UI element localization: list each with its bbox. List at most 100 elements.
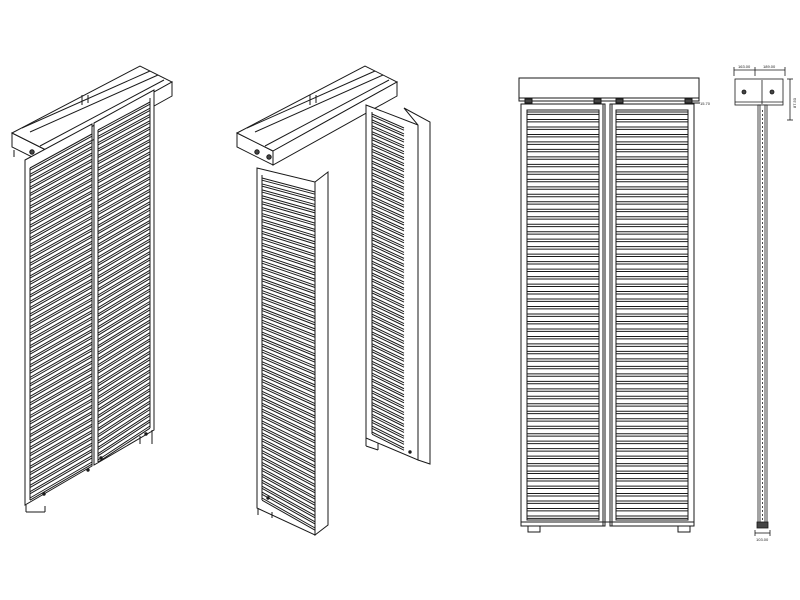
louver-slat (29, 354, 93, 391)
louver-slat (261, 410, 316, 438)
louver-slat (371, 413, 405, 431)
louver-slat (261, 363, 316, 388)
louver-slat (29, 369, 93, 406)
louver-slat (29, 184, 93, 220)
louver-slat (97, 251, 151, 283)
louver-slat (97, 257, 151, 290)
louver-slat (371, 186, 405, 202)
louver-slat (29, 413, 93, 450)
louver-slat (29, 198, 93, 235)
louver-slat (371, 427, 405, 445)
louver-slat (371, 119, 405, 135)
louver-slat (97, 346, 151, 381)
louver-slat (97, 151, 151, 182)
louver-slat (97, 421, 151, 457)
louver-slat (97, 132, 151, 163)
louver-slat (261, 355, 316, 380)
louver-slat (97, 188, 151, 220)
louver-slat (97, 402, 151, 438)
louver-slat (29, 215, 93, 251)
louver-slat (371, 209, 405, 226)
louver-slat (97, 371, 151, 406)
louver-slat (371, 292, 405, 309)
louver-slat (97, 303, 151, 336)
louver-slat (261, 274, 316, 295)
louver-slat (371, 345, 405, 362)
right-panel-frame (609, 103, 695, 527)
louver-slat (371, 374, 405, 392)
louver-slat (261, 213, 316, 230)
louver-slat (97, 427, 151, 463)
louver-slat (261, 286, 316, 307)
louver-slat (371, 260, 405, 277)
louver-slat (261, 476, 316, 506)
louver-slat (97, 265, 151, 298)
louver-slat (261, 428, 316, 456)
louver-slat (261, 337, 316, 361)
louver-slat (29, 432, 93, 469)
louver-slat (261, 390, 316, 417)
louver-slat (29, 242, 93, 279)
louver-slat (261, 450, 316, 479)
louver-slat (29, 190, 93, 226)
louver-slat (97, 357, 151, 391)
louver-slat (29, 278, 93, 315)
louver-slat (261, 327, 316, 351)
louver-slat (29, 221, 93, 258)
louver-slat (261, 310, 316, 332)
louver-slat (29, 247, 93, 283)
louver-slat (97, 182, 151, 213)
louver-slat (97, 170, 151, 201)
louver-slat (261, 233, 316, 251)
louver-slat (371, 333, 405, 350)
louver-slat (29, 373, 93, 410)
louver-slat (261, 470, 316, 500)
louver-slat (371, 366, 405, 384)
louver-slat (371, 145, 405, 161)
louver-slat (371, 243, 405, 259)
louver-slat (29, 335, 93, 372)
louver-slat (29, 255, 93, 292)
isometric-view-closed (10, 65, 174, 513)
louver-slat (97, 384, 151, 419)
louver-slat (29, 196, 93, 232)
louver-slat (261, 266, 316, 286)
louver-slat (261, 464, 316, 494)
louver-slat (371, 284, 405, 301)
louver-slat (97, 122, 151, 152)
louver-slat (261, 393, 316, 419)
louver-slat (261, 402, 316, 429)
louver-slat (261, 296, 316, 317)
louver-slat (261, 333, 316, 357)
louver-slat (261, 207, 316, 224)
louver-slat (371, 274, 405, 291)
louver-slat (29, 259, 93, 296)
dimension-label: 87.50 (792, 97, 797, 108)
louver-slat (261, 191, 316, 208)
louver-slat (261, 379, 316, 405)
louver-slat (29, 173, 93, 209)
louver-slat (29, 318, 93, 355)
louver-slat (29, 253, 93, 290)
louver-slat (29, 224, 93, 260)
left-panel-outline (24, 123, 93, 506)
louver-slat (29, 234, 93, 270)
louver-slat (371, 380, 405, 398)
louver-slat (371, 254, 405, 271)
louver-slat (29, 356, 93, 393)
louver-slat (371, 384, 405, 402)
louver-slat (371, 262, 405, 279)
louver-slat (371, 190, 405, 206)
louver-slat (261, 438, 316, 467)
louver-slat (371, 121, 405, 137)
louver-slat (29, 406, 93, 444)
louver-slat (97, 159, 151, 190)
louver-slat (261, 384, 316, 411)
louver-slat (371, 278, 405, 295)
louver-slat (371, 416, 405, 433)
louver-slat (29, 148, 93, 184)
louver-slat (97, 178, 151, 209)
louver-slat (261, 458, 316, 488)
louver-slat (29, 280, 93, 317)
